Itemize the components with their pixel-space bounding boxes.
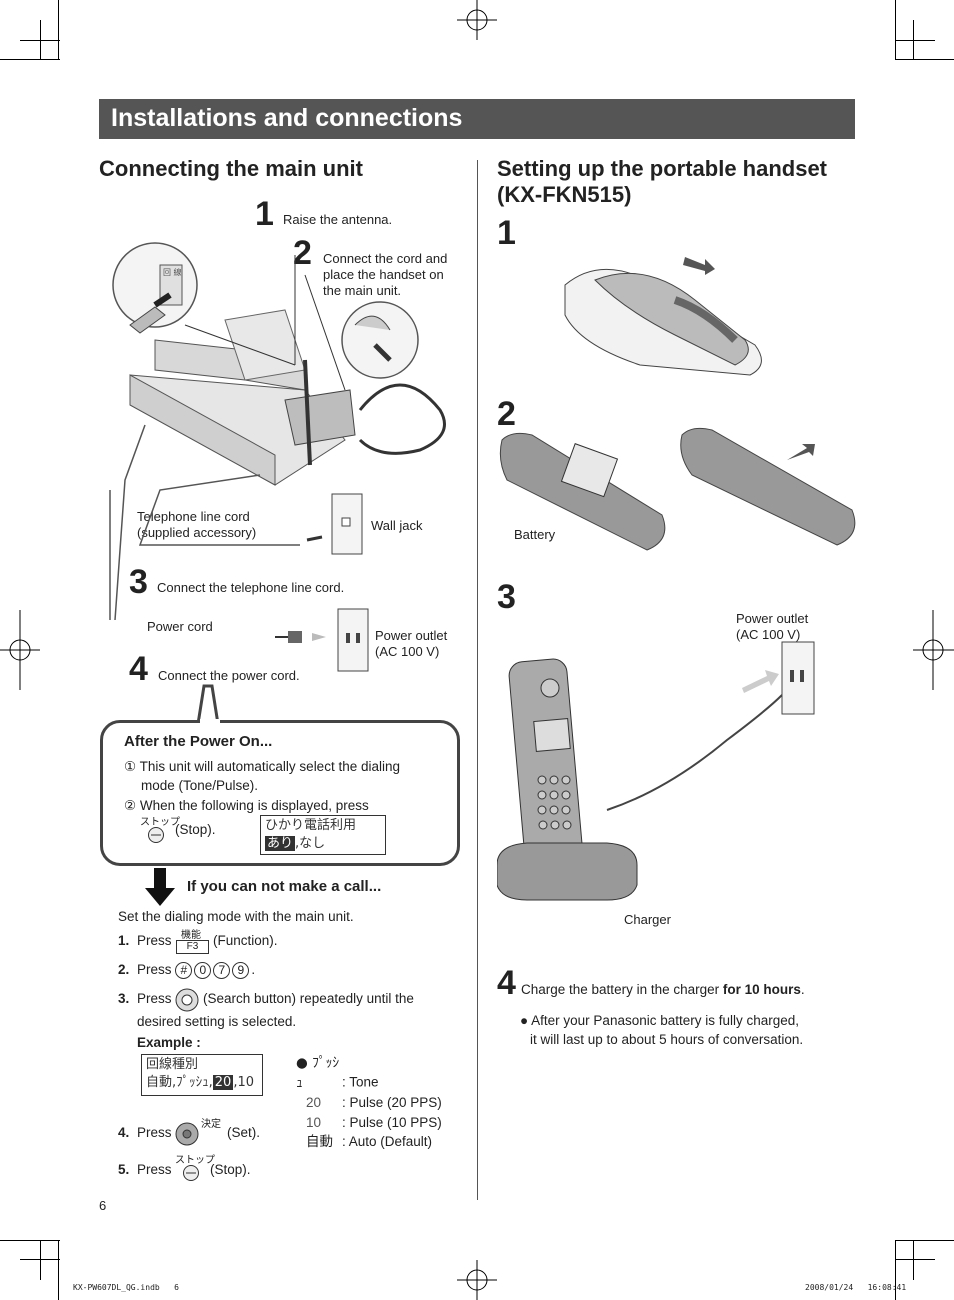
crop-mark: [0, 1240, 60, 1241]
item-1-mark: ①: [124, 759, 137, 774]
options-list: ● ﾌﾟｯｼｭ: Tone 20: Pulse (20 PPS) 10: Pul…: [296, 1054, 442, 1153]
page-number: 6: [99, 1198, 107, 1213]
cc-step-3-line-2: desired setting is selected.: [137, 1014, 297, 1029]
step-4-text: Connect the power cord.: [158, 668, 300, 683]
step-2-number: 2: [293, 234, 312, 272]
crop-mark: [895, 1240, 954, 1241]
cc-step-4: 4. Press: [118, 1125, 172, 1140]
step-1-number: 1: [255, 195, 274, 233]
crop-mark: [20, 1259, 60, 1260]
step-3-number: 3: [129, 563, 148, 601]
stop-key-label-2: ストップ: [175, 1155, 215, 1166]
option-row: 自動: Auto (Default): [306, 1134, 433, 1150]
telephone-cord-label: Telephone line cord (supplied accessory): [137, 509, 257, 540]
option-row: 20: Pulse (20 PPS): [306, 1095, 442, 1110]
section-banner: Installations and connections: [99, 99, 855, 139]
left-heading: Connecting the main unit: [99, 156, 363, 181]
right-step-3-number: 3: [497, 578, 516, 616]
crop-mark: [895, 1240, 896, 1300]
example-label: Example :: [137, 1035, 201, 1050]
bubble-pointer-cover: [200, 719, 220, 725]
function-key-label: 機能: [181, 930, 201, 941]
crop-mark: [913, 1240, 914, 1280]
cords-lines: [109, 424, 300, 620]
option-row: ● ﾌﾟｯｼｭ: Tone: [296, 1055, 379, 1091]
cc-step-1-after: (Function).: [213, 933, 278, 948]
item-2-mark: ②: [124, 798, 137, 813]
power-outlet-label: Power outlet (AC 100 V): [375, 628, 448, 659]
function-key-f3: F3: [176, 940, 209, 954]
right-bullet-note: ● After your Panasonic battery is fully …: [520, 1013, 804, 1047]
cc-step-3: 3. Press: [118, 991, 172, 1006]
svg-text:回 線: 回 線: [163, 267, 182, 277]
wall-jack-label: Wall jack: [371, 518, 423, 533]
cc-step-1: 1. Press: [118, 933, 172, 948]
crop-mark: [58, 0, 59, 60]
stop-key-icon: [183, 1165, 199, 1181]
stop-key-label: ストップ: [140, 817, 180, 828]
option-row: 10: Pulse (10 PPS): [306, 1114, 442, 1130]
footer-file: KX-PW607DL_QG.indb 6: [73, 1283, 179, 1292]
power-plug-illustration: [275, 608, 369, 672]
crop-mark: [895, 59, 954, 60]
wall-jack-illustration: [306, 493, 363, 555]
column-divider: [477, 160, 478, 1200]
step-3-text: Connect the telephone line cord.: [157, 580, 345, 595]
cc-step-5: 5. Press: [118, 1162, 172, 1177]
key-9: 9: [232, 962, 250, 979]
step-2-text: Connect the cord and place the handset o…: [323, 251, 448, 298]
right-step-1-number: 1: [497, 214, 516, 252]
cc-step-3-after: (Search button) repeatedly until the: [203, 991, 414, 1006]
hand-opening-cover-illustration: [564, 257, 762, 376]
battery-insert-illustration: [499, 427, 856, 551]
crop-mark: [895, 1259, 935, 1260]
after-power-title: After the Power On...: [124, 733, 273, 750]
step-1-text: Raise the antenna.: [283, 212, 393, 227]
crop-mark: [895, 0, 896, 60]
right-heading: Setting up the portable handset (KX-FKN5…: [497, 156, 828, 207]
crop-mark: [0, 59, 60, 60]
hash-key: #: [175, 962, 193, 979]
key-7: 7: [213, 962, 231, 979]
handset-charger-illustration: [497, 641, 815, 901]
stop-key-icon: [148, 827, 164, 843]
key-0: 0: [194, 962, 212, 979]
right-step-4-text: Charge the battery in the charger for 10…: [521, 982, 805, 997]
cc-step-4-after: (Set).: [227, 1125, 261, 1140]
cannot-call-title: If you can not make a call...: [187, 878, 382, 895]
crop-mark: [895, 40, 935, 41]
set-key-label: 決定: [201, 1119, 221, 1130]
power-cord-label: Power cord: [147, 619, 213, 634]
main-unit-illustration: 回 線: [112, 242, 446, 486]
right-step-2-number: 2: [497, 395, 516, 433]
crop-mark: [20, 40, 60, 41]
example-lcd: 回線種別 自動,ﾌﾟｯｼｭ,20,10: [141, 1054, 263, 1096]
right-step-4-number: 4: [497, 964, 516, 1002]
set-key-icon: [175, 1122, 199, 1146]
step-4-number: 4: [129, 650, 148, 688]
cannot-call-intro: Set the dialing mode with the main unit.: [118, 909, 354, 924]
right-outlet-label: Power outlet (AC 100 V): [736, 611, 809, 642]
battery-label: Battery: [514, 527, 556, 542]
crop-mark: [58, 1240, 59, 1300]
stop-text: (Stop).: [175, 822, 216, 837]
search-button-icon: [175, 988, 199, 1012]
section-title: Installations and connections: [111, 104, 463, 132]
cc-step-5-after: (Stop).: [210, 1162, 251, 1177]
bubble-pointer: [196, 684, 220, 724]
charger-label: Charger: [624, 912, 671, 927]
after-power-item-2: ② When the following is displayed, press: [124, 798, 369, 813]
footer-date: 2008/01/24 16:08:41: [805, 1283, 907, 1292]
lcd-display: ひかり電話利用 あり,なし: [260, 815, 386, 855]
crop-mark: [40, 1240, 41, 1280]
after-power-item-1: ① This unit will automatically select th…: [124, 759, 400, 793]
down-arrow-icon: [145, 868, 175, 906]
